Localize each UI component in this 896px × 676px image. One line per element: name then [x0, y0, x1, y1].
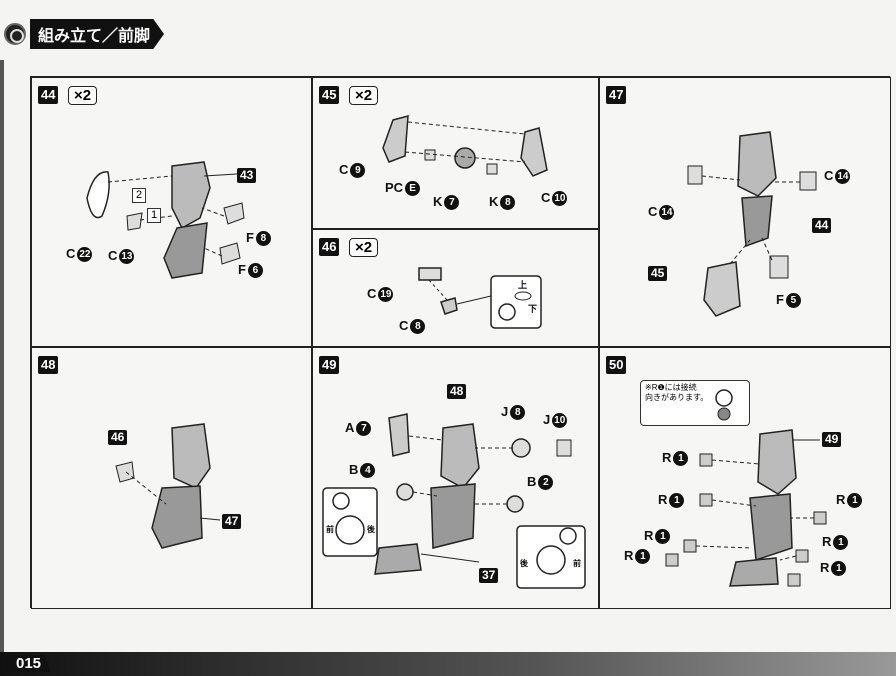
part-illustration [418, 267, 542, 329]
step-number: 46 [319, 238, 340, 256]
step-number: 48 [38, 356, 59, 374]
sub-step-1: 1 [147, 208, 162, 223]
step-number: 44 [38, 86, 59, 104]
part-ref-47: 47 [222, 514, 242, 529]
part-illustration [382, 115, 548, 177]
part-ref-48: 48 [447, 384, 467, 399]
multiplier: ×2 [349, 86, 379, 105]
part-illustration [665, 389, 827, 587]
page-number: 015 [6, 655, 52, 672]
page-edge [0, 60, 4, 660]
part-illustration [322, 413, 586, 589]
part-ref-45: 45 [648, 266, 668, 281]
step-number: 47 [606, 86, 627, 104]
step-number: 45 [319, 86, 340, 104]
section-title: 組み立て／前脚 [30, 19, 165, 49]
label-down: 下 [528, 304, 538, 314]
step-number: 50 [606, 356, 627, 374]
part-ref-43: 43 [237, 168, 257, 183]
part-ref-37: 37 [479, 568, 499, 583]
label-back-2: 後 [520, 559, 528, 568]
step-50-panel: 50 ※R❶には接続 向きがあります。 [599, 347, 891, 609]
connection-note: ※R❶には接続 向きがあります。 [640, 380, 750, 426]
label-back-1: 後 [367, 525, 375, 534]
part-illustration [115, 423, 221, 549]
gear-icon [4, 23, 26, 45]
step-number: 49 [319, 356, 340, 374]
step-49-panel: 49 [312, 347, 599, 609]
step-48-panel: 48 46 47 [31, 347, 312, 609]
label-front-2: 前 [573, 559, 581, 568]
multiplier: ×2 [68, 86, 98, 105]
multiplier: ×2 [349, 238, 379, 257]
part-ref-46: 46 [108, 430, 128, 445]
part-ref-49: 49 [822, 432, 842, 447]
part-illustration [687, 131, 817, 317]
page-footer [0, 652, 896, 676]
part-ref-44: 44 [812, 218, 832, 233]
section-header: 組み立て／前脚 [4, 19, 165, 49]
sub-step-2: 2 [132, 188, 147, 203]
label-front-1: 前 [326, 525, 334, 534]
part-illustration [86, 161, 245, 279]
label-up: 上 [518, 280, 528, 290]
